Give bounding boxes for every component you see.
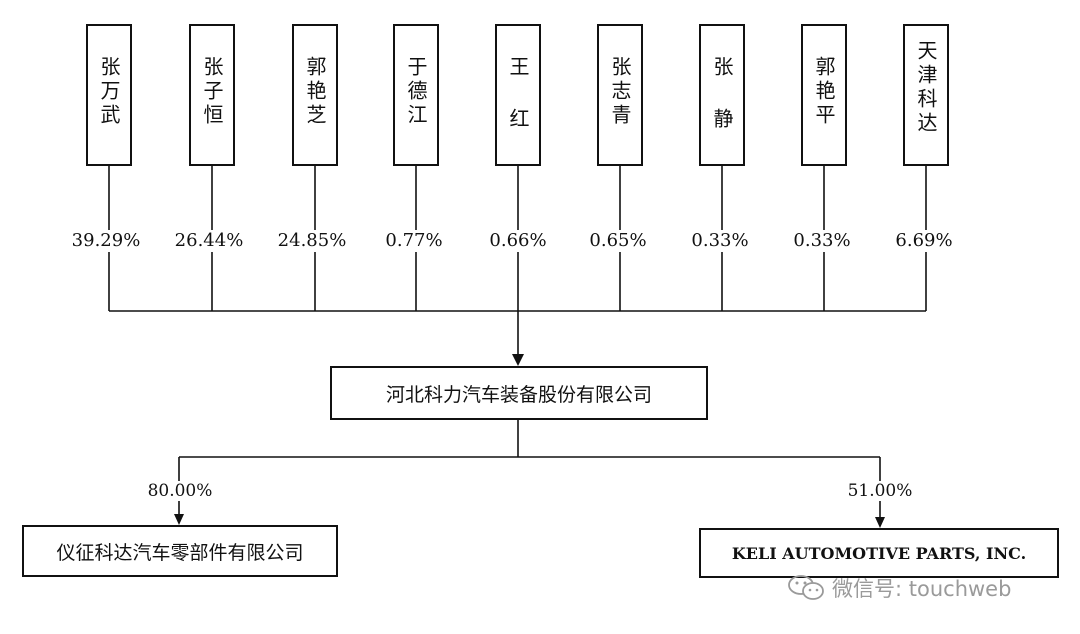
wechat-icon xyxy=(788,575,824,600)
shareholder-name: 郭艳平 xyxy=(812,56,836,128)
shareholder-name: 张志青 xyxy=(608,56,632,128)
ownership-percentage: 0.33% xyxy=(670,230,770,252)
shareholder-name: 张子恒 xyxy=(200,56,224,128)
parent-company-box: 河北科力汽车装备股份有限公司 xyxy=(330,366,708,420)
ownership-percentage: 24.85% xyxy=(262,230,362,252)
ownership-percentage: 0.77% xyxy=(364,230,464,252)
subsidiary-box: KELI AUTOMOTIVE PARTS, INC. xyxy=(699,528,1059,578)
shareholder-box: 张 静 xyxy=(699,24,745,166)
shareholder-box: 天津科达 xyxy=(903,24,949,166)
shareholder-name: 于德江 xyxy=(404,56,428,128)
subsidiary-percentage: 51.00% xyxy=(830,481,930,501)
subsidiary-name: KELI AUTOMOTIVE PARTS, INC. xyxy=(731,543,1027,563)
arrow-head xyxy=(174,514,184,525)
parent-company-name: 河北科力汽车装备股份有限公司 xyxy=(385,383,652,406)
shareholder-box: 张万武 xyxy=(86,24,132,166)
watermark: 微信号: touchweb xyxy=(786,572,1076,604)
arrow-head xyxy=(512,354,524,366)
shareholder-box: 王 红 xyxy=(495,24,541,166)
shareholder-name: 天津科达 xyxy=(914,40,938,136)
shareholder-name: 张 静 xyxy=(710,56,734,132)
watermark-text: 微信号: touchweb xyxy=(832,577,1012,601)
shareholder-box: 郭艳平 xyxy=(801,24,847,166)
shareholder-name: 王 红 xyxy=(506,56,530,132)
subsidiary-name: 仪征科达汽车零部件有限公司 xyxy=(56,541,304,564)
ownership-percentage: 0.66% xyxy=(468,230,568,252)
shareholder-name: 张万武 xyxy=(97,56,121,128)
ownership-percentage: 0.33% xyxy=(772,230,872,252)
arrow-head xyxy=(875,517,885,528)
ownership-percentage: 26.44% xyxy=(159,230,259,252)
shareholder-name: 郭艳芝 xyxy=(303,56,327,128)
ownership-percentage: 0.65% xyxy=(568,230,668,252)
subsidiary-box: 仪征科达汽车零部件有限公司 xyxy=(22,525,338,577)
shareholder-box: 张子恒 xyxy=(189,24,235,166)
shareholder-box: 张志青 xyxy=(597,24,643,166)
ownership-percentage: 6.69% xyxy=(874,230,974,252)
shareholder-box: 于德江 xyxy=(393,24,439,166)
shareholder-box: 郭艳芝 xyxy=(292,24,338,166)
ownership-percentage: 39.29% xyxy=(56,230,156,252)
subsidiary-percentage: 80.00% xyxy=(130,481,230,501)
